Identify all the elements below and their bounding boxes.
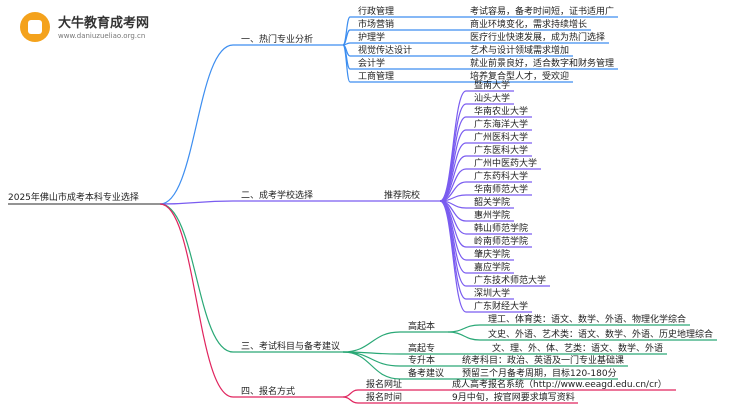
topic-工商管理: 工商管理 bbox=[358, 70, 394, 82]
school-item: 华南农业大学 bbox=[474, 105, 528, 117]
mind-map-nodes: 2025年佛山市成考本科专业选择 一、热门专业分析 行政管理 考试容易，备考时间短，证… bbox=[8, 5, 713, 403]
school-item: 韶关学院 bbox=[474, 196, 510, 208]
topic-报名网址: 报名网址 bbox=[366, 378, 402, 390]
topic-link bbox=[342, 389, 359, 398]
school-item: 深圳大学 bbox=[474, 287, 510, 299]
topic-link bbox=[342, 331, 401, 353]
topic-视觉传达设计: 视觉传达设计 bbox=[358, 44, 412, 56]
school-item: 广东医科大学 bbox=[474, 144, 528, 156]
mind-map-links bbox=[8, 16, 717, 404]
school-item: 肇庆学院 bbox=[474, 248, 510, 260]
topic-note: 考试容易，备考时间短，证书适用广 bbox=[470, 5, 614, 17]
logo-url: www.daniuzueliao.org.cn bbox=[58, 32, 146, 40]
topic-link bbox=[342, 396, 359, 404]
school-link bbox=[439, 200, 467, 313]
book-icon bbox=[20, 12, 50, 42]
school-item: 嘉应学院 bbox=[474, 261, 510, 273]
topic-护理学: 护理学 bbox=[358, 31, 385, 43]
topic-recommended-schools: 推荐院校 bbox=[384, 189, 420, 201]
school-item: 广东药科大学 bbox=[474, 170, 528, 182]
school-link bbox=[439, 116, 467, 202]
school-item: 暨南大学 bbox=[474, 79, 510, 91]
branch-label-1: 一、热门专业分析 bbox=[241, 33, 313, 45]
topic-高起本: 高起本 bbox=[408, 320, 435, 332]
topic-市场营销: 市场营销 bbox=[358, 18, 394, 30]
topic-link bbox=[342, 351, 401, 380]
school-item: 广东财经大学 bbox=[474, 300, 528, 312]
topic-专升本: 专升本 bbox=[408, 354, 435, 366]
school-item: 华南师范大学 bbox=[474, 183, 528, 195]
root-topic: 2025年佛山市成考本科专业选择 bbox=[8, 191, 139, 203]
logo-name: 大牛教育成考网 bbox=[58, 16, 150, 31]
topic-高起专: 高起专 bbox=[408, 342, 435, 354]
school-item: 岭南师范学院 bbox=[474, 235, 528, 247]
school-link bbox=[439, 129, 467, 202]
school-item: 韩山师范学院 bbox=[474, 222, 528, 234]
topic-note: 9月中旬，按官网要求填写资料 bbox=[452, 391, 575, 403]
note-link bbox=[447, 331, 481, 341]
topic-note: 成人高考报名系统（http://www.eeagd.edu.cn/cr） bbox=[452, 378, 667, 390]
school-link bbox=[439, 200, 467, 287]
branch-label-4: 四、报名方式 bbox=[241, 385, 295, 397]
branch-link-4 bbox=[159, 203, 234, 398]
topic-note: 艺术与设计领域需求增加 bbox=[470, 44, 569, 56]
school-item: 广州医科大学 bbox=[474, 131, 528, 143]
note-text: 理工、体育类：语文、数学、外语、物理化学综合 bbox=[488, 313, 686, 325]
school-item: 广东技术师范大学 bbox=[474, 274, 546, 286]
note-text: 文、理、外、体、艺类：语文、数学、外语 bbox=[492, 342, 663, 354]
branch-link-3 bbox=[159, 203, 234, 353]
note-link bbox=[447, 324, 481, 333]
topic-note: 培养复合型人才，受欢迎 bbox=[470, 70, 569, 82]
note-text: 预留三个月备考周期，目标120-180分 bbox=[462, 367, 617, 379]
school-item: 广州中医药大学 bbox=[474, 157, 537, 169]
topic-link bbox=[342, 44, 351, 83]
school-item: 广东海洋大学 bbox=[474, 118, 528, 130]
branch-label-3: 三、考试科目与备考建议 bbox=[241, 340, 340, 352]
school-link bbox=[439, 200, 467, 300]
branch-link-1 bbox=[159, 44, 234, 205]
branch-link-2 bbox=[159, 200, 234, 205]
topic-note: 医疗行业快速发展，成为热门选择 bbox=[470, 31, 605, 43]
school-item: 汕头大学 bbox=[474, 92, 510, 104]
topic-备考建议: 备考建议 bbox=[408, 367, 444, 379]
topic-报名时间: 报名时间 bbox=[366, 391, 402, 403]
topic-note: 就业前景良好，适合数字和财务管理 bbox=[470, 57, 614, 69]
branch-label-2: 二、成考学校选择 bbox=[241, 189, 313, 201]
topic-会计学: 会计学 bbox=[358, 57, 385, 69]
school-item: 惠州学院 bbox=[474, 209, 510, 221]
topic-行政管理: 行政管理 bbox=[358, 5, 394, 17]
note-text: 统考科目：政治、英语及一门专业基础课 bbox=[462, 354, 624, 366]
site-logo: 大牛教育成考网 www.daniuzueliao.org.cn bbox=[20, 8, 220, 48]
note-text: 文史、外语、艺术类：语文、数学、外语、历史地理综合 bbox=[488, 328, 713, 340]
topic-note: 商业环境变化，需求持续增长 bbox=[470, 18, 587, 30]
